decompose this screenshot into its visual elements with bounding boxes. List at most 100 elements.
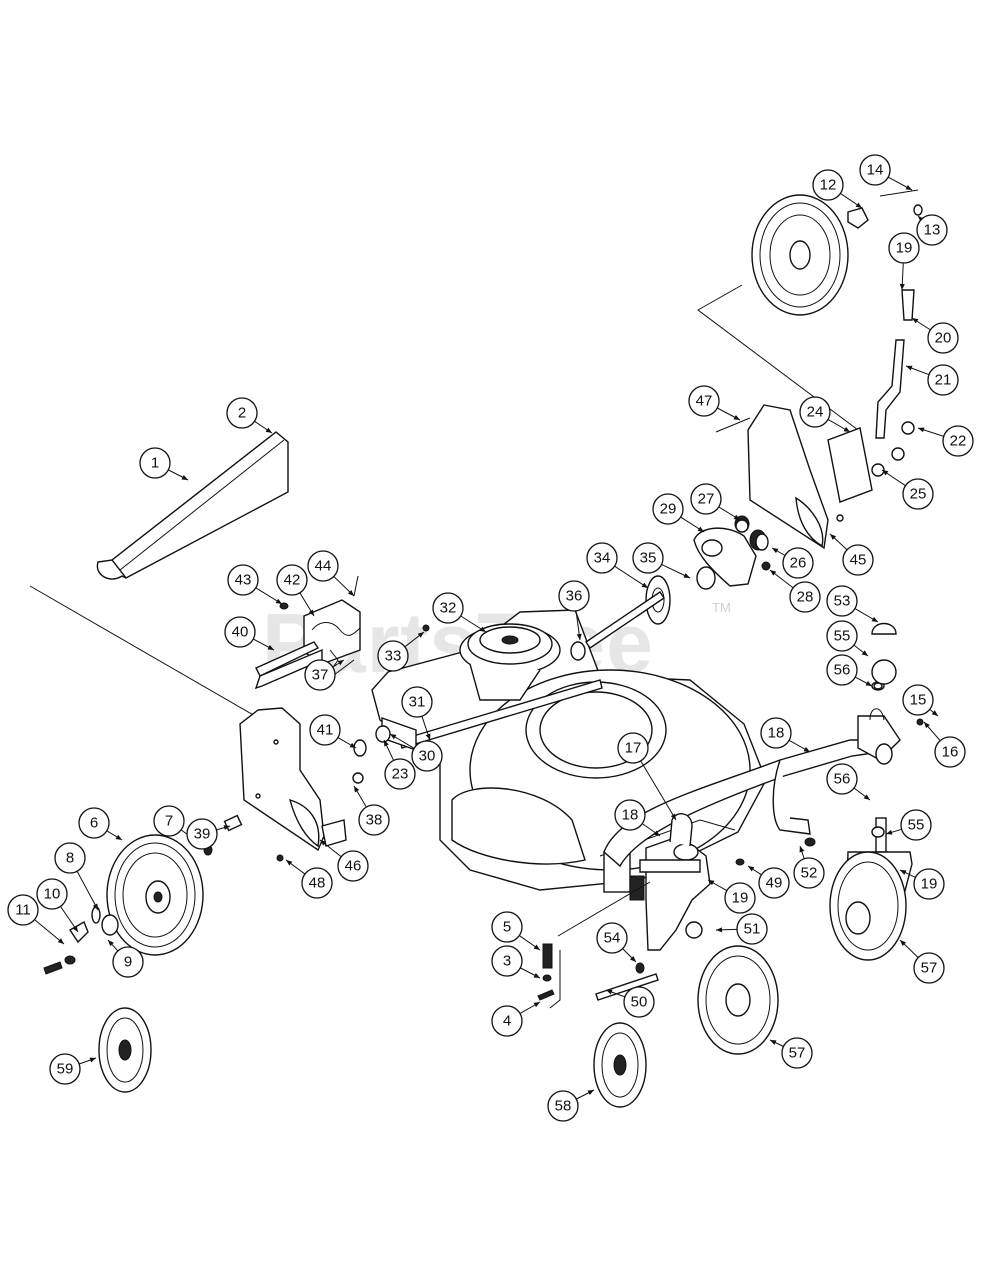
callout-arrowhead (92, 903, 98, 910)
callout-3: 3 (491, 945, 541, 979)
callout-arrowhead (863, 794, 870, 800)
callout-25: 25 (881, 469, 934, 510)
callout-leader-line (640, 760, 677, 821)
callout-53: 53 (826, 585, 879, 623)
pulley-drawing (459, 623, 586, 701)
callout-arrowhead (905, 184, 912, 190)
callout-59: 59 (49, 1053, 97, 1085)
callout-27: 27 (690, 483, 741, 521)
callout-arrowhead (629, 955, 636, 962)
callout-number: 20 (935, 330, 952, 347)
callout-32: 32 (432, 592, 487, 633)
callout-36: 36 (558, 580, 590, 641)
callout-arrowhead (641, 582, 648, 588)
callout-circle (401, 686, 433, 718)
callout-number: 27 (698, 491, 715, 508)
callout-16: 16 (923, 721, 966, 768)
callout-number: 3 (503, 953, 511, 970)
callout-leader-line (34, 919, 65, 945)
callout-28: 28 (769, 569, 821, 613)
callout-circle (614, 799, 646, 831)
callout-circle (54, 842, 86, 874)
callout-arrowhead (843, 426, 850, 432)
callout-arrowhead (606, 989, 613, 995)
callout-circle (586, 542, 618, 574)
callout-circle (36, 878, 68, 910)
pivot-bracket-drawing (255, 599, 361, 685)
callout-arrowhead (533, 1002, 540, 1008)
callout-arrowhead (683, 573, 690, 578)
callout-number: 34 (594, 550, 611, 567)
callout-arrowhead (906, 365, 913, 371)
callout-number: 16 (942, 744, 959, 761)
callout-number: 39 (194, 826, 211, 843)
callout-number: 33 (385, 648, 402, 665)
callout-37: 37 (304, 659, 345, 691)
callout-leader-line (614, 565, 649, 589)
callout-circle (688, 385, 720, 417)
callout-number: 55 (834, 628, 851, 645)
callout-arrowhead (354, 786, 360, 793)
callout-circle (859, 154, 891, 186)
callout-12: 12 (812, 169, 863, 209)
callout-number: 47 (696, 393, 713, 410)
callout-number: 48 (309, 875, 326, 892)
callout-20: 20 (911, 317, 959, 354)
callout-17: 17 (617, 732, 677, 821)
callout-45: 45 (829, 533, 874, 576)
callout-48: 48 (285, 859, 333, 899)
hubcap-left-drawing (98, 1007, 152, 1093)
callout-arrowhead (425, 733, 431, 740)
callout-arrowhead (748, 866, 755, 872)
callout-number: 57 (789, 1045, 806, 1062)
callout-circle (916, 214, 948, 246)
callout-arrowhead (924, 722, 930, 729)
callout-circle (432, 592, 464, 624)
part-illustrations (29, 189, 933, 1108)
callout-arrowhead (653, 830, 660, 836)
callout-number: 22 (950, 433, 967, 450)
callout-14: 14 (859, 154, 913, 191)
callout-number: 14 (867, 162, 884, 179)
callout-circle (307, 550, 339, 582)
callout-number: 35 (640, 550, 657, 567)
callout-23: 23 (383, 739, 416, 790)
callout-arrowhead (886, 829, 893, 835)
callout-arrowhead (931, 710, 938, 716)
callout-arrowhead (882, 470, 889, 476)
callout-arrowhead (89, 1057, 96, 1063)
callout-circle (781, 1037, 813, 1069)
callout-arrowhead (576, 633, 582, 640)
callout-50: 50 (605, 986, 655, 1018)
callout-4: 4 (491, 1001, 541, 1037)
callout-number: 8 (66, 850, 74, 867)
callout-number: 46 (345, 858, 362, 875)
callout-41: 41 (309, 714, 357, 749)
callout-circle (153, 805, 185, 837)
callout-arrowhead (871, 616, 878, 622)
callout-number: 18 (622, 807, 639, 824)
callout-circle (826, 654, 858, 686)
callout-circle (782, 547, 814, 579)
callout-circle (736, 913, 768, 945)
callout-arrowhead (716, 927, 723, 933)
callout-circle (942, 425, 974, 457)
callout-number: 12 (820, 177, 837, 194)
callout-number: 36 (566, 588, 583, 605)
callout-number: 6 (90, 815, 98, 832)
callout-33: 33 (377, 631, 425, 672)
callout-circle (789, 581, 821, 613)
callout-arrowhead (865, 680, 872, 686)
callout-number: 7 (165, 813, 173, 830)
callout-leader-line (76, 870, 99, 911)
callout-44: 44 (307, 550, 355, 597)
callout-circle (224, 616, 256, 648)
detent-spring-drawing (537, 881, 651, 1009)
callout-circle (888, 232, 920, 264)
callout-circle (384, 758, 416, 790)
callout-arrowhead (337, 660, 344, 666)
callout-arrowhead (861, 650, 868, 656)
callout-arrowhead (587, 1090, 594, 1095)
callout-arrowhead (799, 846, 805, 853)
